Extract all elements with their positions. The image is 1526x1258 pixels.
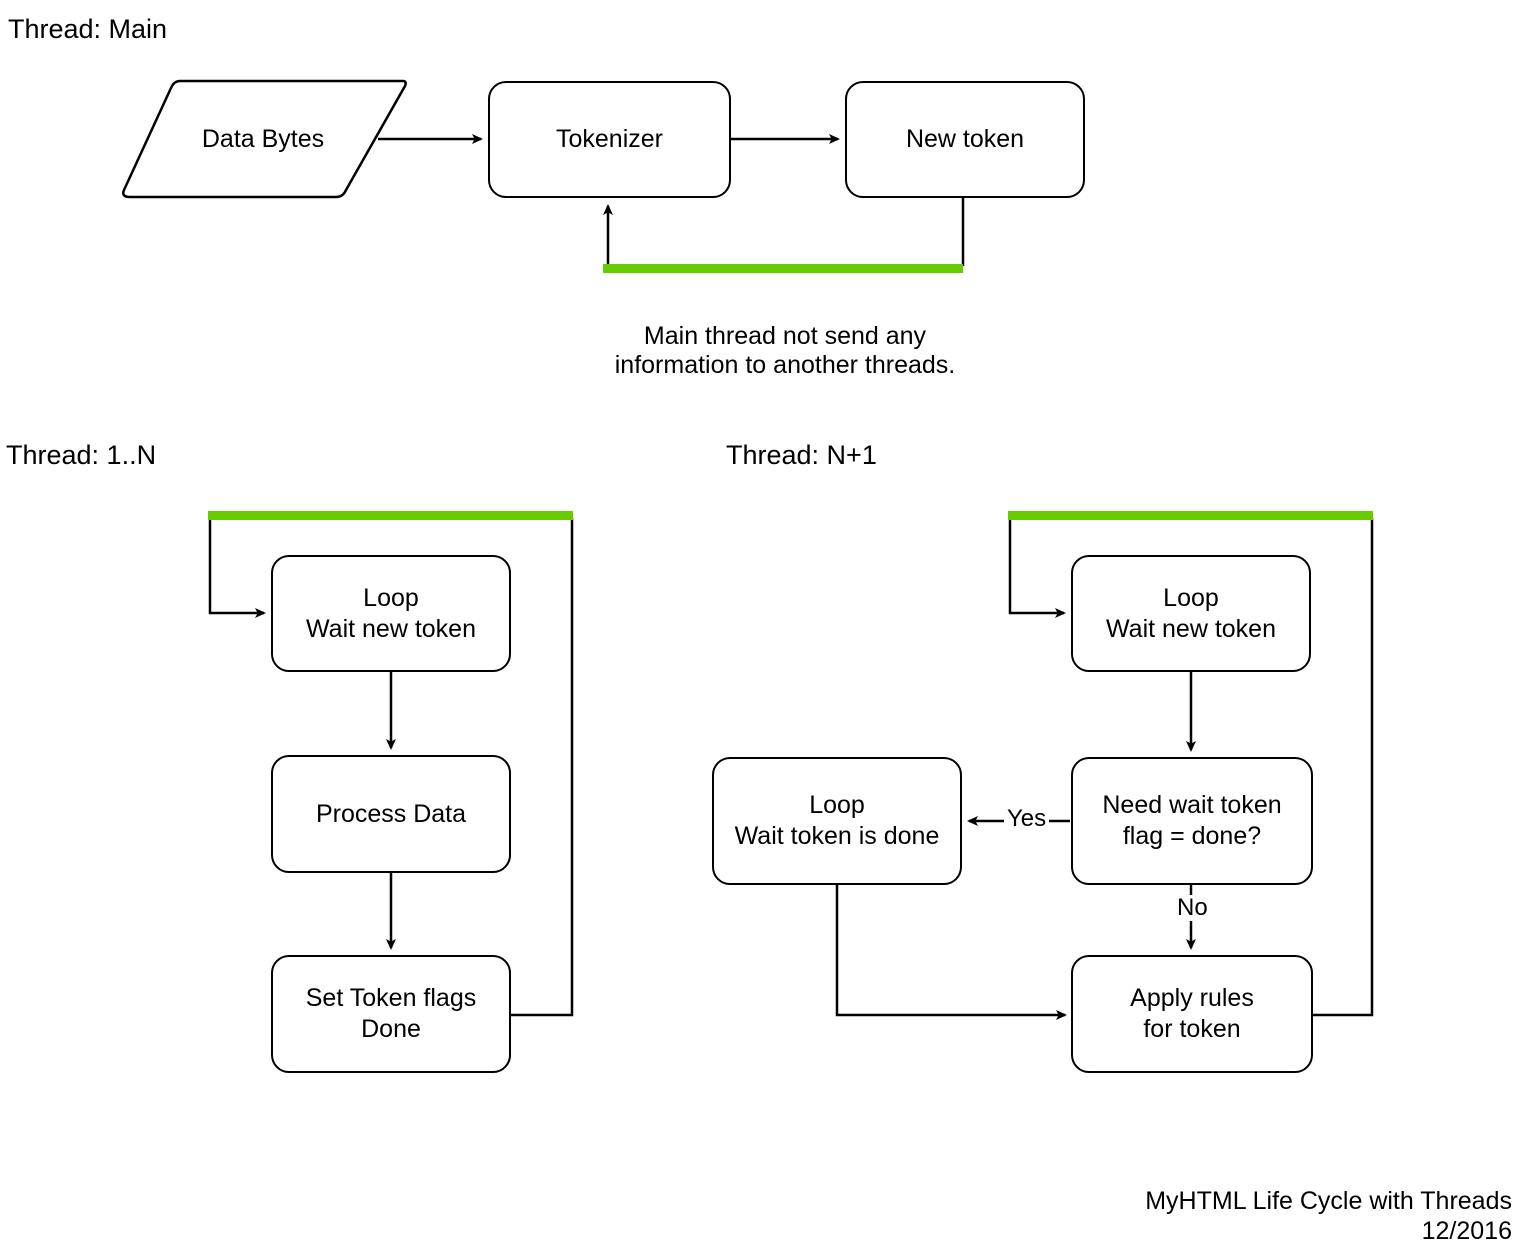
node-new-token: New token xyxy=(845,81,1085,198)
edge-label-no: No xyxy=(1174,895,1211,921)
main-thread-caption: Main thread not send any information to … xyxy=(585,322,985,380)
edge-setflags-to-bar xyxy=(511,518,574,1017)
thread-main-label: Thread: Main xyxy=(8,14,168,44)
sync-bar-treebuilder xyxy=(1008,511,1373,520)
footer-title: MyHTML Life Cycle with Threads xyxy=(1145,1187,1512,1215)
line-2: Done xyxy=(361,1015,421,1043)
line-2: flag = done? xyxy=(1122,822,1262,850)
main-thread-caption-line1: Main thread not send any xyxy=(643,322,927,350)
line-1: Set Token flags xyxy=(305,984,477,1012)
node-loop-wait-token-is-done: Loop Wait token is done xyxy=(712,757,962,885)
main-thread-caption-line2: information to another threads. xyxy=(614,351,956,379)
node-apply-rules-for-token: Apply rules for token xyxy=(1071,955,1313,1073)
node-tree-loop-wait-new-token-label: Loop Wait new token xyxy=(1106,583,1276,645)
node-worker-loop-wait-new-token-label: Loop Wait new token xyxy=(306,583,476,645)
node-process-data-label: Process Data xyxy=(315,799,467,828)
node-tokenizer-label: Tokenizer xyxy=(556,125,663,153)
node-new-token-label: New token xyxy=(905,125,1025,153)
sync-bar-workers xyxy=(208,511,573,520)
thread-treebuilder-label: Thread: N+1 xyxy=(726,440,877,470)
node-process-data: Process Data xyxy=(271,755,511,873)
node-loop-wait-token-is-done-label: Loop Wait token is done xyxy=(735,790,940,852)
node-tokenizer: Tokenizer xyxy=(488,81,731,198)
node-data-bytes: Data Bytes xyxy=(118,78,408,200)
edge-label-yes: Yes xyxy=(1004,806,1050,832)
line-1: Loop xyxy=(809,791,865,819)
line-1: Apply rules xyxy=(1130,984,1254,1012)
node-worker-loop-wait-new-token: Loop Wait new token xyxy=(271,555,511,672)
footer-date: 12/2016 xyxy=(1421,1217,1512,1245)
thread-workers-label: Thread: 1..N xyxy=(6,440,157,470)
line-2: for token xyxy=(1143,1015,1241,1043)
line-1: Loop xyxy=(1163,583,1219,612)
node-tree-loop-wait-new-token: Loop Wait new token xyxy=(1071,555,1311,672)
edge-loopdone-to-applyrules xyxy=(835,885,1067,1020)
line-1: Loop xyxy=(363,583,419,612)
line-1: Need wait token xyxy=(1102,791,1282,819)
node-data-bytes-label: Data Bytes xyxy=(201,124,325,153)
node-need-wait-token-flag-done: Need wait token flag = done? xyxy=(1071,757,1313,885)
sync-bar-main xyxy=(603,264,963,273)
node-need-wait-token-flag-done-label: Need wait token flag = done? xyxy=(1102,790,1281,852)
edge-bar-to-loopwait-worker xyxy=(208,518,266,618)
line-2: Wait new token xyxy=(306,614,476,643)
edge-applyrules-to-bar xyxy=(1312,518,1374,1017)
line-2: Wait token is done xyxy=(734,822,940,850)
edge-bar-to-loopwait-tree xyxy=(1008,518,1066,618)
node-apply-rules-for-token-label: Apply rules for token xyxy=(1130,983,1254,1045)
footer: MyHTML Life Cycle with Threads 12/2016 xyxy=(1145,1186,1512,1246)
node-set-token-flags-done: Set Token flags Done xyxy=(271,955,511,1073)
line-2: Wait new token xyxy=(1106,614,1276,643)
node-set-token-flags-done-label: Set Token flags Done xyxy=(306,983,476,1045)
